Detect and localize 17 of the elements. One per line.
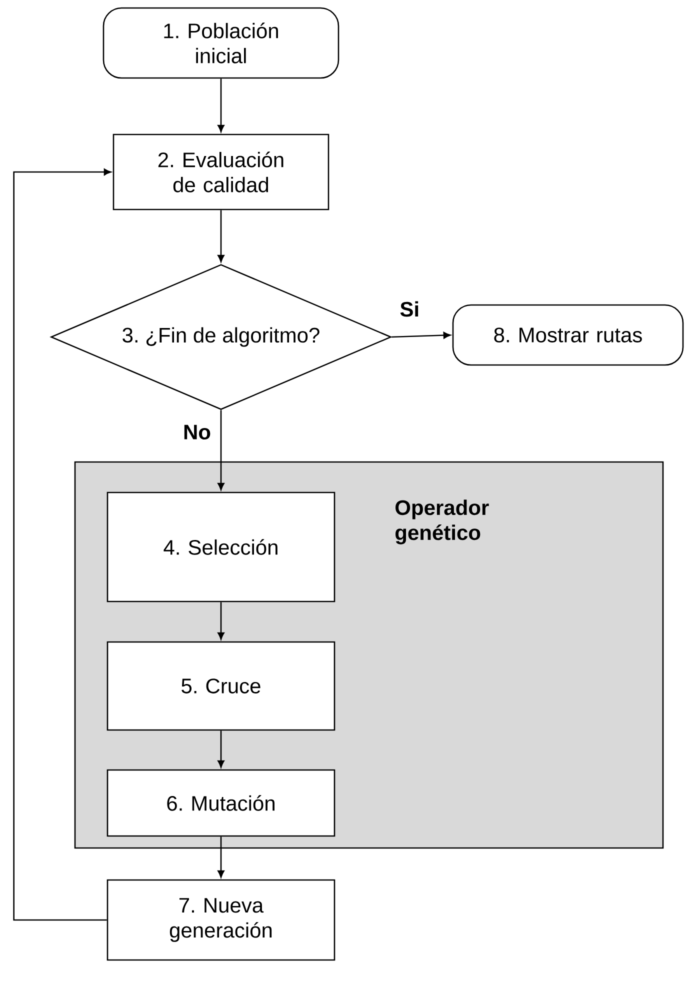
terminal-box: 8. Mostrar rutas (452, 304, 684, 366)
edge-label: Si (400, 301, 418, 317)
arrow (218, 730, 224, 768)
process-box: 4. Selección (106, 492, 336, 602)
arrow (13, 168, 112, 921)
process-box: 7. Nueva generación (106, 879, 336, 961)
process-box: 2. Evaluación de calidad (112, 134, 330, 210)
edge-label: No (184, 424, 210, 440)
arrow (218, 78, 224, 132)
process-box: 6. Mutación (106, 769, 336, 837)
arrow (218, 210, 224, 262)
process-box: 5. Cruce (106, 641, 336, 731)
arrow (218, 836, 224, 878)
arrow (392, 332, 451, 339)
terminal-box: 1. Población inicial (102, 7, 340, 79)
arrow (218, 602, 224, 640)
arrow (218, 410, 224, 490)
